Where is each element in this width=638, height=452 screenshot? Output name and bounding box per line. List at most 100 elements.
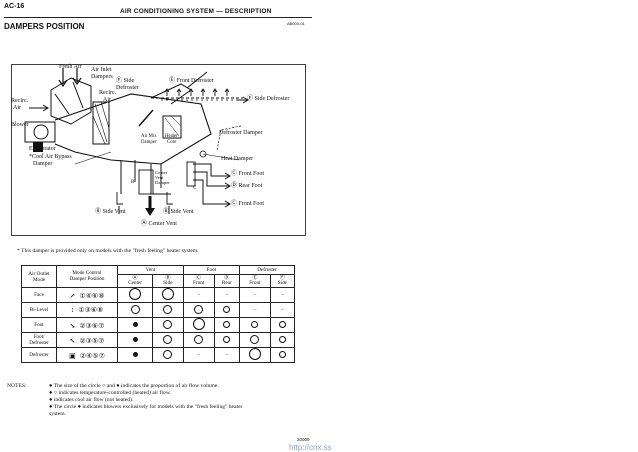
flow-cell: –: [213, 347, 241, 363]
outlet-name: Side: [163, 280, 173, 286]
notes-label: NOTES:: [7, 383, 27, 389]
note-line: system.: [49, 411, 66, 417]
heated-air-circle: [223, 335, 231, 343]
col-header-damper-position: Mode Control Damper Position: [56, 265, 118, 288]
outlet-letter: Ⓔ: [252, 274, 258, 281]
label-air-mix: Air Mix: [141, 134, 157, 139]
label-a-center-vent: Ⓐ Center Vent: [141, 221, 177, 227]
row-damper-position: ▣②④⑤⑦: [56, 347, 118, 363]
header-title: AIR CONDITIONING SYSTEM — DESCRIPTION: [120, 8, 272, 15]
outlet-name: Side: [277, 280, 287, 286]
heated-air-circle: [163, 349, 173, 359]
table-row: Bi-Level↕①③⑥⑧––: [21, 302, 296, 318]
outlet-letter: Ⓕ: [279, 274, 285, 281]
page-number: AC-16: [4, 3, 25, 10]
label-b-side-vent-left: Ⓑ Side Vent: [95, 209, 126, 215]
heated-air-circle: [278, 335, 286, 343]
label-heater: Heater: [165, 134, 178, 139]
flow-cell: [239, 317, 271, 333]
row-damper-position: ↖②③⑤⑦: [56, 332, 118, 348]
outlet-name: Front: [193, 280, 205, 286]
flow-cell: [182, 332, 215, 348]
flow-cell: [116, 287, 154, 303]
label-recirc-mid: Recirc.: [99, 90, 117, 96]
label-blower: Blower: [11, 122, 29, 128]
label-recirc-left: Recirc.: [11, 98, 29, 104]
label-defroster-damper: Defroster Damper: [219, 130, 263, 136]
flow-cell: [152, 317, 184, 333]
flow-cell: [152, 332, 184, 348]
col-header-pos-line1: Mode Control: [72, 270, 102, 276]
flow-cell: [269, 332, 296, 348]
label-center-vent-damper-3: Damper: [155, 180, 170, 185]
flow-cell: [213, 317, 241, 333]
heated-air-circle: [194, 334, 204, 344]
damper-diagram: Fresh Air Air Inlet Dampers Ⓕ Side Defro…: [11, 64, 306, 236]
heated-air-circle: [250, 334, 260, 344]
flow-cell: [182, 317, 215, 333]
group-header-defroster: Defroster: [239, 265, 295, 275]
outlet-name: Center: [128, 280, 142, 286]
position-numbers: ②③⑥⑦: [79, 321, 105, 330]
row-damper-position: ↕①③⑥⑧: [56, 302, 118, 318]
label-air-inlet-dampers: Dampers: [91, 74, 113, 80]
position-numbers: ①④⑥⑧: [79, 291, 105, 300]
flow-cell: –: [182, 347, 215, 363]
cool-air-dot: [132, 321, 138, 327]
flow-cell: [182, 302, 215, 318]
flow-cell: [152, 302, 184, 318]
note-line: ● ○ indicates temperature-controlled (he…: [49, 390, 171, 396]
flow-cell: [269, 347, 296, 363]
heated-air-circle: [278, 350, 286, 358]
flow-cell: [152, 287, 184, 303]
note-line: ● The size of the circle ○ and ● indicat…: [49, 383, 219, 389]
label-c-front-foot: Ⓒ Front Foot: [231, 171, 265, 177]
position-numbers: ②③⑤⑦: [79, 336, 105, 345]
label-e-front-defroster: Ⓔ Front Defroster: [169, 78, 214, 84]
flow-cell: –: [239, 302, 271, 318]
damper-position-table: Air Outlet Mode Mode Control Damper Posi…: [21, 265, 296, 363]
heated-air-circle: [163, 304, 173, 314]
heated-air-circle: [161, 288, 174, 300]
label-recirc-mid-air: Air: [103, 97, 111, 103]
flow-cell: –: [182, 287, 215, 303]
footnote: * This damper is provided only on models…: [17, 248, 199, 254]
position-numbers: ①③⑥⑧: [78, 306, 104, 314]
flow-cell: [239, 347, 271, 363]
row-damper-position: ↗①④⑥⑧: [56, 287, 118, 303]
heated-air-circle: [278, 320, 286, 328]
cool-air-dot: [132, 351, 138, 357]
label-heat-damper: Heat Damper: [221, 156, 254, 162]
flow-cell: [116, 302, 154, 318]
heated-air-circle: [223, 305, 231, 313]
label-f-side-defroster-outlet: Ⓕ Side Defroster: [247, 96, 290, 102]
flow-cell: [239, 332, 271, 348]
flow-cell: [116, 317, 154, 333]
heated-air-circle: [130, 304, 140, 314]
airflow-mode-icon: ↘: [69, 321, 76, 330]
label-cool-bypass-damper: Damper: [33, 161, 53, 167]
label-center-vent-damper-2: Vent: [155, 175, 164, 180]
group-header-foot: Foot: [182, 265, 241, 275]
outlet-name: Rear: [221, 280, 232, 286]
header-rule: [4, 17, 312, 18]
watermark: http://cnx.ss: [289, 443, 332, 452]
table-row: Face↗①④⑥⑧––––: [21, 287, 296, 303]
flow-cell: [116, 332, 154, 348]
row-mode: Face: [21, 287, 57, 303]
table-row: Foot/ Defroster↖②③⑤⑦: [21, 332, 296, 348]
row-mode: Foot: [21, 317, 57, 333]
heated-air-circle: [129, 288, 142, 300]
label-center-vent-damper-1: Center: [155, 170, 168, 175]
label-c-front-foot-2: Ⓒ Front Foot: [231, 201, 265, 207]
airflow-mode-icon: ▣: [69, 351, 76, 360]
flow-cell: [152, 347, 184, 363]
table-row: Defroster▣②④⑤⑦––: [21, 347, 296, 363]
col-header-pos-line2: Damper Position: [69, 275, 105, 282]
airflow-mode-icon: ↕: [70, 306, 75, 314]
note-line: ● The circle ● indicates blowers exclusi…: [49, 404, 243, 410]
